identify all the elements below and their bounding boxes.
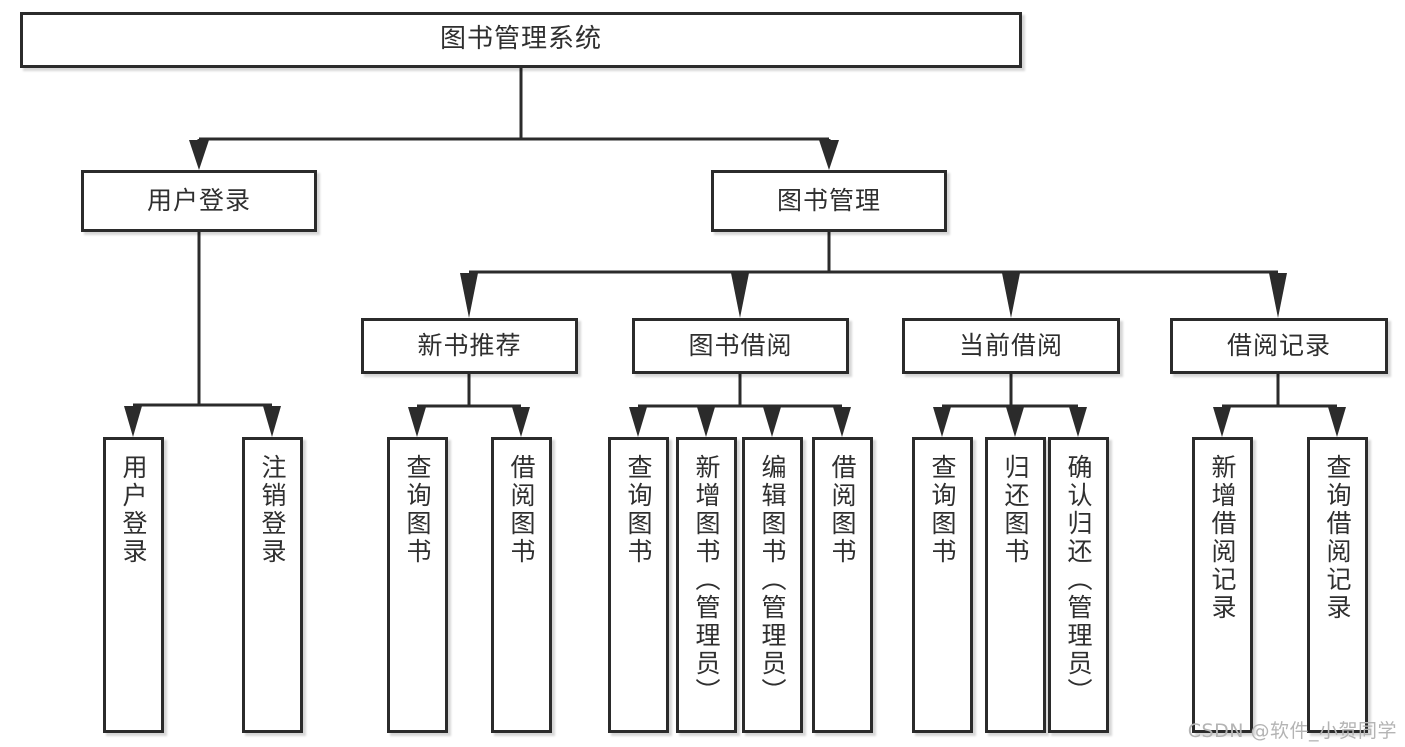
arrowhead-user-login bbox=[189, 140, 209, 170]
node-book-manage[interactable]: 图书管理 bbox=[711, 170, 947, 232]
node-leaf-query-book-2[interactable]: 查询图书 bbox=[608, 437, 669, 733]
node-leaf-edit-book-admin[interactable]: 编辑图书（管理员） bbox=[742, 437, 803, 733]
node-leaf-add-borrow-record[interactable]: 新增借阅记录 bbox=[1192, 437, 1253, 733]
node-label: 借阅记录 bbox=[1226, 331, 1331, 360]
node-leaf-query-borrow-record[interactable]: 查询借阅记录 bbox=[1307, 437, 1368, 733]
node-label: 借阅图书 bbox=[828, 454, 857, 566]
node-root-book-management-system[interactable]: 图书管理系统 bbox=[20, 12, 1022, 68]
arrowhead-leaf-query-borrow-record bbox=[1328, 407, 1346, 437]
node-label: 用户登录 bbox=[146, 186, 251, 215]
arrowhead-leaf-borrow-book-2 bbox=[833, 407, 851, 437]
node-label: 图书管理 bbox=[776, 186, 881, 215]
node-user-login[interactable]: 用户登录 bbox=[81, 170, 317, 232]
arrowhead-leaf-logout-login bbox=[263, 406, 281, 437]
node-book-borrow[interactable]: 图书借阅 bbox=[632, 318, 849, 374]
node-label: 注销登录 bbox=[258, 454, 287, 566]
arrowhead-leaf-query-book-2 bbox=[629, 407, 647, 437]
arrowhead-leaf-return-book bbox=[1006, 407, 1024, 437]
node-label: 查询借阅记录 bbox=[1323, 454, 1352, 622]
node-leaf-add-book-admin[interactable]: 新增图书（管理员） bbox=[676, 437, 737, 733]
node-leaf-logout-login[interactable]: 注销登录 bbox=[242, 437, 303, 733]
node-leaf-borrow-book-2[interactable]: 借阅图书 bbox=[812, 437, 873, 733]
arrowhead-leaf-query-book-3 bbox=[933, 407, 951, 437]
node-leaf-query-book-1[interactable]: 查询图书 bbox=[387, 437, 448, 733]
arrowhead-new-book-recommend bbox=[460, 273, 478, 318]
node-label: 图书借阅 bbox=[688, 331, 793, 360]
node-label: 归还图书 bbox=[1001, 454, 1030, 566]
node-leaf-borrow-book-1[interactable]: 借阅图书 bbox=[491, 437, 552, 733]
arrowhead-borrow-record bbox=[1269, 273, 1287, 318]
node-leaf-confirm-return-admin[interactable]: 确认归还（管理员） bbox=[1048, 437, 1109, 733]
node-label: 查询图书 bbox=[624, 454, 653, 566]
node-label: 当前借阅 bbox=[958, 331, 1063, 360]
node-label: 编辑图书（管理员） bbox=[758, 454, 787, 706]
node-leaf-query-book-3[interactable]: 查询图书 bbox=[912, 437, 973, 733]
node-label: 图书管理系统 bbox=[439, 24, 602, 55]
node-label: 借阅图书 bbox=[507, 454, 536, 566]
node-borrow-record[interactable]: 借阅记录 bbox=[1170, 318, 1388, 374]
node-label: 新增图书（管理员） bbox=[692, 454, 721, 706]
node-leaf-return-book[interactable]: 归还图书 bbox=[985, 437, 1046, 733]
node-new-book-recommend[interactable]: 新书推荐 bbox=[361, 318, 578, 374]
arrowhead-leaf-confirm-return-admin bbox=[1069, 407, 1087, 437]
arrowhead-book-manage bbox=[819, 140, 839, 170]
node-label: 查询图书 bbox=[928, 454, 957, 566]
arrowhead-leaf-edit-book-admin bbox=[763, 407, 781, 437]
arrowhead-leaf-user-login bbox=[124, 406, 142, 437]
arrowhead-leaf-query-book-1 bbox=[408, 407, 426, 437]
node-leaf-user-login[interactable]: 用户登录 bbox=[103, 437, 164, 733]
arrowhead-leaf-add-borrow-record bbox=[1213, 407, 1231, 437]
arrowhead-book-borrow bbox=[731, 273, 749, 318]
node-current-borrow[interactable]: 当前借阅 bbox=[902, 318, 1120, 374]
arrowhead-current-borrow bbox=[1002, 273, 1020, 318]
node-label: 新增借阅记录 bbox=[1208, 454, 1237, 622]
arrowhead-leaf-add-book-admin bbox=[697, 407, 715, 437]
node-label: 用户登录 bbox=[119, 454, 148, 566]
watermark-text: CSDN @软件_小贺同学 bbox=[1187, 720, 1397, 742]
arrowhead-leaf-borrow-book-1 bbox=[512, 407, 530, 437]
node-label: 查询图书 bbox=[403, 454, 432, 566]
node-label: 确认归还（管理员） bbox=[1064, 454, 1093, 706]
node-label: 新书推荐 bbox=[417, 331, 522, 360]
